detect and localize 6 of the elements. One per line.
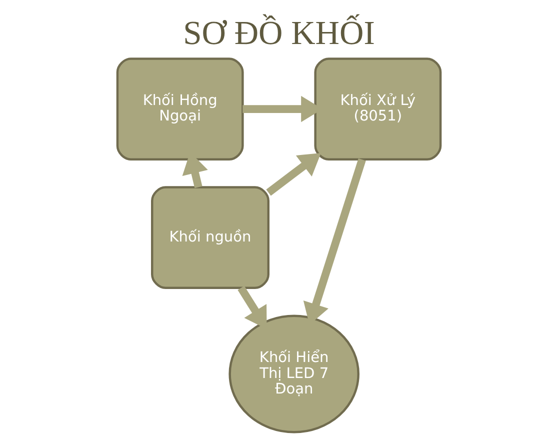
diagram-title: SƠ ĐỒ KHỐI [183, 15, 375, 52]
node-box: Khối nguồn [151, 186, 270, 290]
node-circle: Khối Hiển Thị LED 7 Đoạn [228, 314, 360, 434]
node-box: Khối Xử Lý (8051) [314, 58, 442, 160]
arrow [266, 153, 321, 196]
node-box: Khối Hồng Ngoại [116, 58, 244, 160]
